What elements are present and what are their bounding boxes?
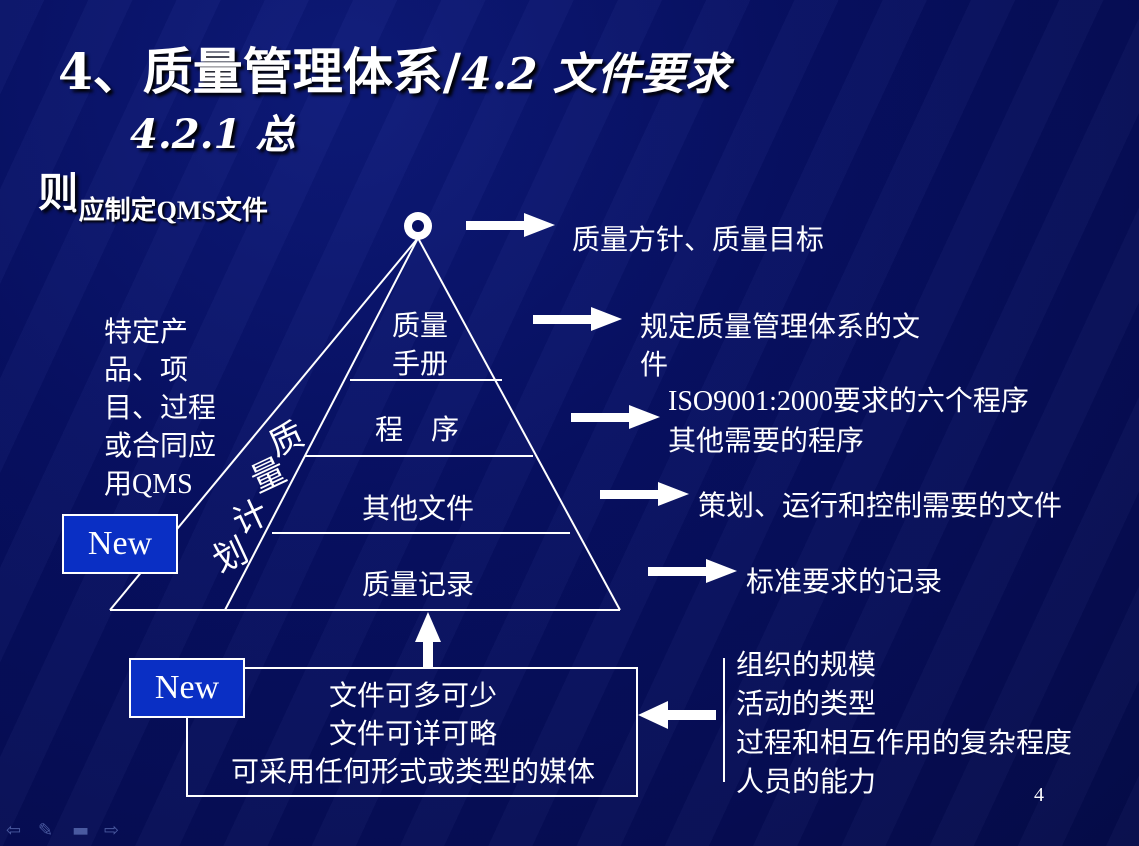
apex-circle-hole <box>412 220 424 232</box>
menu-icon[interactable]: ▬ <box>72 820 90 841</box>
text-qms-document: 规定质量管理体系的文 <box>640 312 921 343</box>
left-line: 或合同应 <box>104 431 217 462</box>
text-policy-objectives: 质量方针、质量目标 <box>572 225 825 256</box>
layer-procedures: 程 序 <box>375 415 460 446</box>
text-qms-document-2: 件 <box>640 350 669 381</box>
box-text: 文件可多可少 文件可详可略 可采用任何形式或类型的媒体 <box>206 678 620 792</box>
pen-icon[interactable]: ✎ <box>38 820 54 841</box>
forward-icon[interactable]: ⇨ <box>104 820 120 841</box>
layer-quality-manual-2: 手册 <box>392 349 449 380</box>
title-main: 4、质量管理体系/ <box>58 42 462 101</box>
bullet-text: ·应制定QMS文件 <box>70 196 268 225</box>
document-flexibility-box <box>186 667 638 797</box>
new-badge: New <box>62 514 178 574</box>
arrow-right-icon <box>571 405 660 429</box>
factor-item: 人员的能力 <box>736 767 877 798</box>
title-sub: 4.2 文件要求 <box>461 49 729 100</box>
subtitle-tail: 则 <box>38 169 78 216</box>
text-standard-records: 标准要求的记录 <box>746 567 943 598</box>
left-description: 特定产 品、项 目、过程 或合同应 用QMS <box>104 314 216 504</box>
left-line: 特定产 <box>104 317 189 348</box>
factor-item: 组织的规模 <box>736 650 877 681</box>
text-planning-documents: 策划、运行和控制需要的文件 <box>698 491 1063 522</box>
slide-title: 4、质量管理体系/4.2 文件要求 <box>58 32 729 104</box>
factors-list: 组织的规模 活动的类型 过程和相互作用的复杂程度 人员的能力 <box>736 646 1072 802</box>
text-other-procedures: 其他需要的程序 <box>668 426 865 457</box>
text-iso-procedures: ISO9001:2000要求的六个程序 <box>668 386 1029 417</box>
box-line: 文件可多可少 <box>328 681 497 712</box>
factor-item: 活动的类型 <box>736 689 877 720</box>
layer-quality-records: 质量记录 <box>362 570 475 601</box>
page-number: 4 <box>1034 784 1044 806</box>
arrow-right-icon <box>533 307 622 331</box>
arrow-right-icon <box>648 559 737 583</box>
arrow-right-icon <box>466 213 555 237</box>
layer-quality-manual-1: 质量 <box>392 311 449 342</box>
left-line: 品、项 <box>104 355 189 386</box>
arrow-up-icon <box>415 612 441 667</box>
left-line: 目、过程 <box>104 393 217 424</box>
left-line: 用QMS <box>104 469 193 500</box>
layer-other-documents: 其他文件 <box>362 494 475 525</box>
new-badge-bottom: New <box>129 658 245 718</box>
pyramid-inner-line <box>224 237 419 611</box>
arrow-right-icon <box>600 482 689 506</box>
box-line: 文件可详可略 <box>328 719 497 750</box>
arrow-left-icon <box>638 701 716 729</box>
factor-item: 过程和相互作用的复杂程度 <box>736 728 1073 759</box>
pyramid-right-edge <box>417 237 621 611</box>
back-icon[interactable]: ⇦ <box>6 820 22 841</box>
slide-subtitle: 4.2.1 总 <box>130 111 296 158</box>
box-line: 可采用任何形式或类型的媒体 <box>230 757 595 788</box>
